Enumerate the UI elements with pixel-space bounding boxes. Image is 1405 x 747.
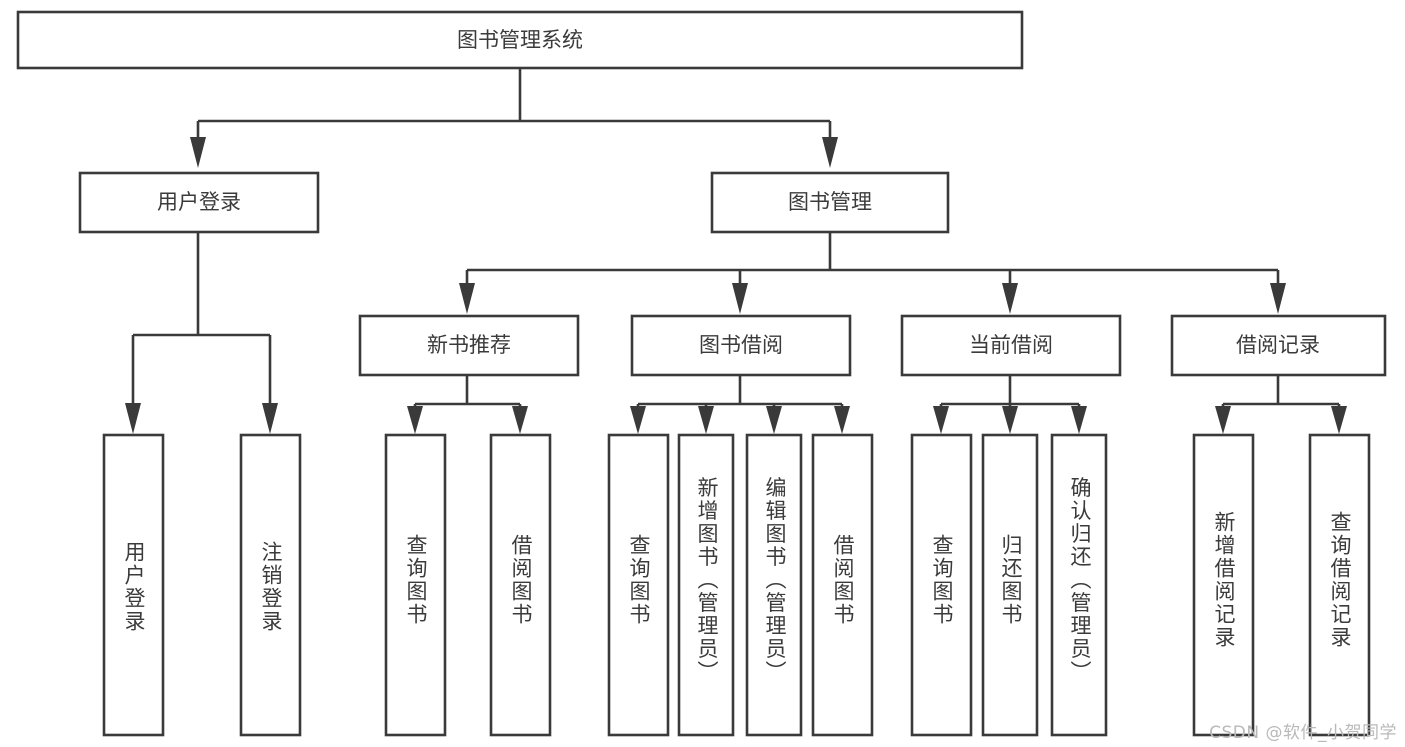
node-leaf-current-confirm-return-label: 确认归还（管理员）: [1068, 477, 1092, 684]
node-root-box[interactable]: [16, 10, 1024, 70]
node-leaf-borrow-edit-book-label: 编辑图书（管理员）: [763, 477, 787, 684]
node-book-borrow-box[interactable]: [630, 314, 852, 377]
node-book-management-label: 图书管理: [788, 190, 872, 214]
node-root-label: 图书管理系统: [457, 28, 583, 52]
arrow-head-icon: [630, 406, 646, 434]
node-leaf-borrow-borrow-book-label: 借阅图书: [831, 534, 855, 626]
node-book-management[interactable]: 图书管理: [710, 171, 950, 234]
node-leaf-newbook-query-book-box[interactable]: [384, 433, 447, 737]
arrow-head-icon: [1215, 406, 1231, 434]
arrow-head-icon: [459, 283, 475, 314]
node-leaf-newbook-query-book[interactable]: 查询图书: [384, 433, 447, 737]
node-book-borrow[interactable]: 图书借阅: [630, 314, 852, 377]
node-borrow-records-label: 借阅记录: [1236, 333, 1320, 357]
arrow-head-icon: [1002, 406, 1018, 434]
node-new-book-recommend-box[interactable]: [358, 314, 580, 377]
node-book-borrow-label: 图书借阅: [699, 333, 783, 357]
node-leaf-borrow-query-book-box[interactable]: [607, 433, 670, 737]
node-leaf-current-return-book[interactable]: 归还图书: [981, 433, 1039, 737]
node-leaf-borrow-edit-book[interactable]: 编辑图书（管理员）: [745, 433, 803, 737]
csdn-watermark: CSDN @软件_小贺同学: [1209, 723, 1397, 743]
connector-group-current-borrow: [933, 375, 1087, 434]
node-leaf-newbook-borrow-book[interactable]: 借阅图书: [489, 433, 552, 737]
node-leaf-current-return-book-label: 归还图书: [999, 534, 1023, 626]
node-leaf-current-return-book-box[interactable]: [981, 433, 1039, 737]
node-leaf-newbook-borrow-book-label: 借阅图书: [509, 534, 533, 626]
node-leaf-logout[interactable]: 注销登录: [239, 433, 302, 737]
arrow-head-icon: [698, 406, 714, 434]
connector-group-borrow: [630, 375, 850, 434]
arrow-head-icon: [834, 406, 850, 434]
node-leaf-borrow-query-book[interactable]: 查询图书: [607, 433, 670, 737]
node-user-login-label: 用户登录: [157, 190, 241, 214]
arrow-head-icon: [1071, 406, 1087, 434]
node-leaf-borrow-add-book-label: 新增图书（管理员）: [695, 477, 719, 684]
node-leaf-user-login-box[interactable]: [102, 433, 165, 737]
node-leaf-records-query[interactable]: 查询借阅记录: [1308, 433, 1371, 737]
node-book-management-box[interactable]: [710, 171, 950, 234]
connector-group-user-login: [125, 232, 278, 434]
node-leaf-borrow-borrow-book-box[interactable]: [811, 433, 874, 737]
arrow-head-icon: [190, 137, 206, 168]
node-leaf-borrow-add-book[interactable]: 新增图书（管理员）: [677, 433, 735, 737]
node-leaf-borrow-query-book-label: 查询图书: [627, 534, 651, 626]
node-leaf-newbook-borrow-book-box[interactable]: [489, 433, 552, 737]
node-leaf-logout-label: 注销登录: [259, 541, 283, 633]
node-leaf-current-query-book[interactable]: 查询图书: [910, 433, 973, 737]
node-leaf-records-query-label: 查询借阅记录: [1328, 511, 1352, 649]
node-leaf-logout-box[interactable]: [239, 433, 302, 737]
arrow-head-icon: [407, 406, 423, 434]
node-leaf-current-confirm-return[interactable]: 确认归还（管理员）: [1050, 433, 1108, 737]
arrow-head-icon: [262, 403, 278, 434]
connector-group-book-management: [459, 232, 1286, 314]
arrow-head-icon: [732, 283, 748, 314]
node-leaf-user-login-label: 用户登录: [122, 541, 146, 633]
node-leaf-borrow-edit-book-box[interactable]: [745, 433, 803, 737]
arrow-head-icon: [1270, 283, 1286, 314]
connector-group-root: [190, 68, 838, 168]
node-borrow-records-box[interactable]: [1170, 314, 1387, 377]
node-leaf-newbook-query-book-label: 查询图书: [404, 534, 428, 626]
node-leaf-records-add[interactable]: 新增借阅记录: [1192, 433, 1255, 737]
node-leaf-records-add-label: 新增借阅记录: [1212, 511, 1236, 649]
connector-group-new-book: [407, 375, 528, 434]
arrow-head-icon: [766, 406, 782, 434]
connector-group-records: [1215, 375, 1347, 434]
arrow-head-icon: [1331, 406, 1347, 434]
node-user-login[interactable]: 用户登录: [78, 171, 320, 234]
arrow-head-icon: [125, 403, 141, 434]
node-new-book-recommend[interactable]: 新书推荐: [358, 314, 580, 377]
node-current-borrow[interactable]: 当前借阅: [900, 314, 1122, 377]
node-leaf-user-login[interactable]: 用户登录: [102, 433, 165, 737]
node-current-borrow-label: 当前借阅: [969, 333, 1053, 357]
node-borrow-records[interactable]: 借阅记录: [1170, 314, 1387, 377]
node-leaf-records-query-box[interactable]: [1308, 433, 1371, 737]
node-leaf-borrow-add-book-box[interactable]: [677, 433, 735, 737]
arrow-head-icon: [822, 137, 838, 168]
node-user-login-box[interactable]: [78, 171, 320, 234]
node-new-book-recommend-label: 新书推荐: [427, 333, 511, 357]
arrow-head-icon: [512, 406, 528, 434]
arrow-head-icon: [933, 406, 949, 434]
node-leaf-current-confirm-return-box[interactable]: [1050, 433, 1108, 737]
node-leaf-borrow-borrow-book[interactable]: 借阅图书: [811, 433, 874, 737]
node-leaf-records-add-box[interactable]: [1192, 433, 1255, 737]
node-root[interactable]: 图书管理系统: [16, 10, 1024, 70]
arrow-head-icon: [1002, 283, 1018, 314]
node-leaf-current-query-book-label: 查询图书: [930, 534, 954, 626]
node-leaf-current-query-book-box[interactable]: [910, 433, 973, 737]
node-current-borrow-box[interactable]: [900, 314, 1122, 377]
